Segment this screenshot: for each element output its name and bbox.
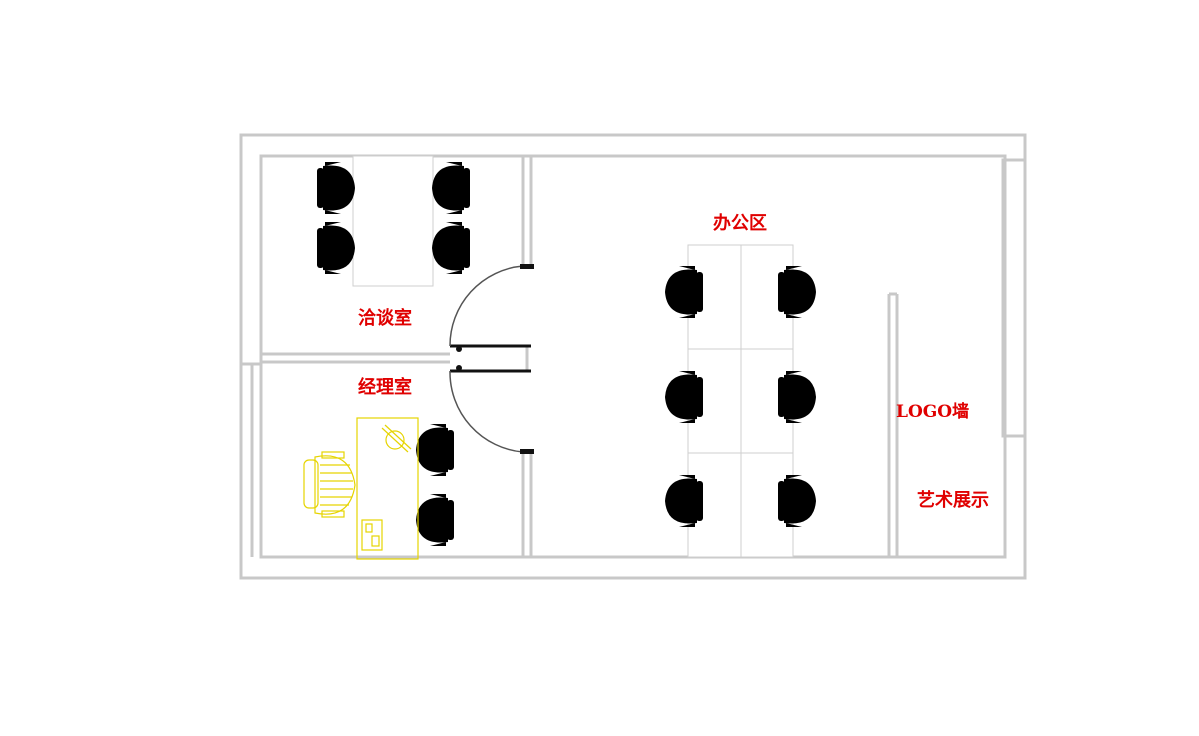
door-hinge-lower [456,365,462,371]
office-chair [665,475,703,527]
meeting-table [352,155,434,287]
office-chair [778,371,816,423]
door-swing-lower [449,370,524,453]
manager-desk [356,417,419,560]
door-jamb [520,264,534,269]
art-display-label: 艺术展示 [917,490,989,511]
guest-chair [416,424,454,476]
right-panel [1001,158,1027,438]
meeting-chair [432,222,470,274]
manager-room-label: 经理室 [358,377,412,398]
office-chair [665,266,703,318]
office-area-label: 办公区 [713,213,767,234]
door-swing-upper [449,265,524,347]
office-chair [778,266,816,318]
meeting-chair [432,162,470,214]
manager-chair [303,451,356,518]
office-chair [665,371,703,423]
inner-wall [259,154,1007,559]
office-chair [778,475,816,527]
door-jamb [520,449,534,454]
meeting-chair [317,222,355,274]
door-hinge-upper [456,346,462,352]
meeting-room-label: 洽谈室 [358,308,412,329]
office-desk-cluster [687,244,794,558]
meeting-chair [317,162,355,214]
guest-chair [416,494,454,546]
logo-wall-label: LOGO墙 [896,402,970,422]
